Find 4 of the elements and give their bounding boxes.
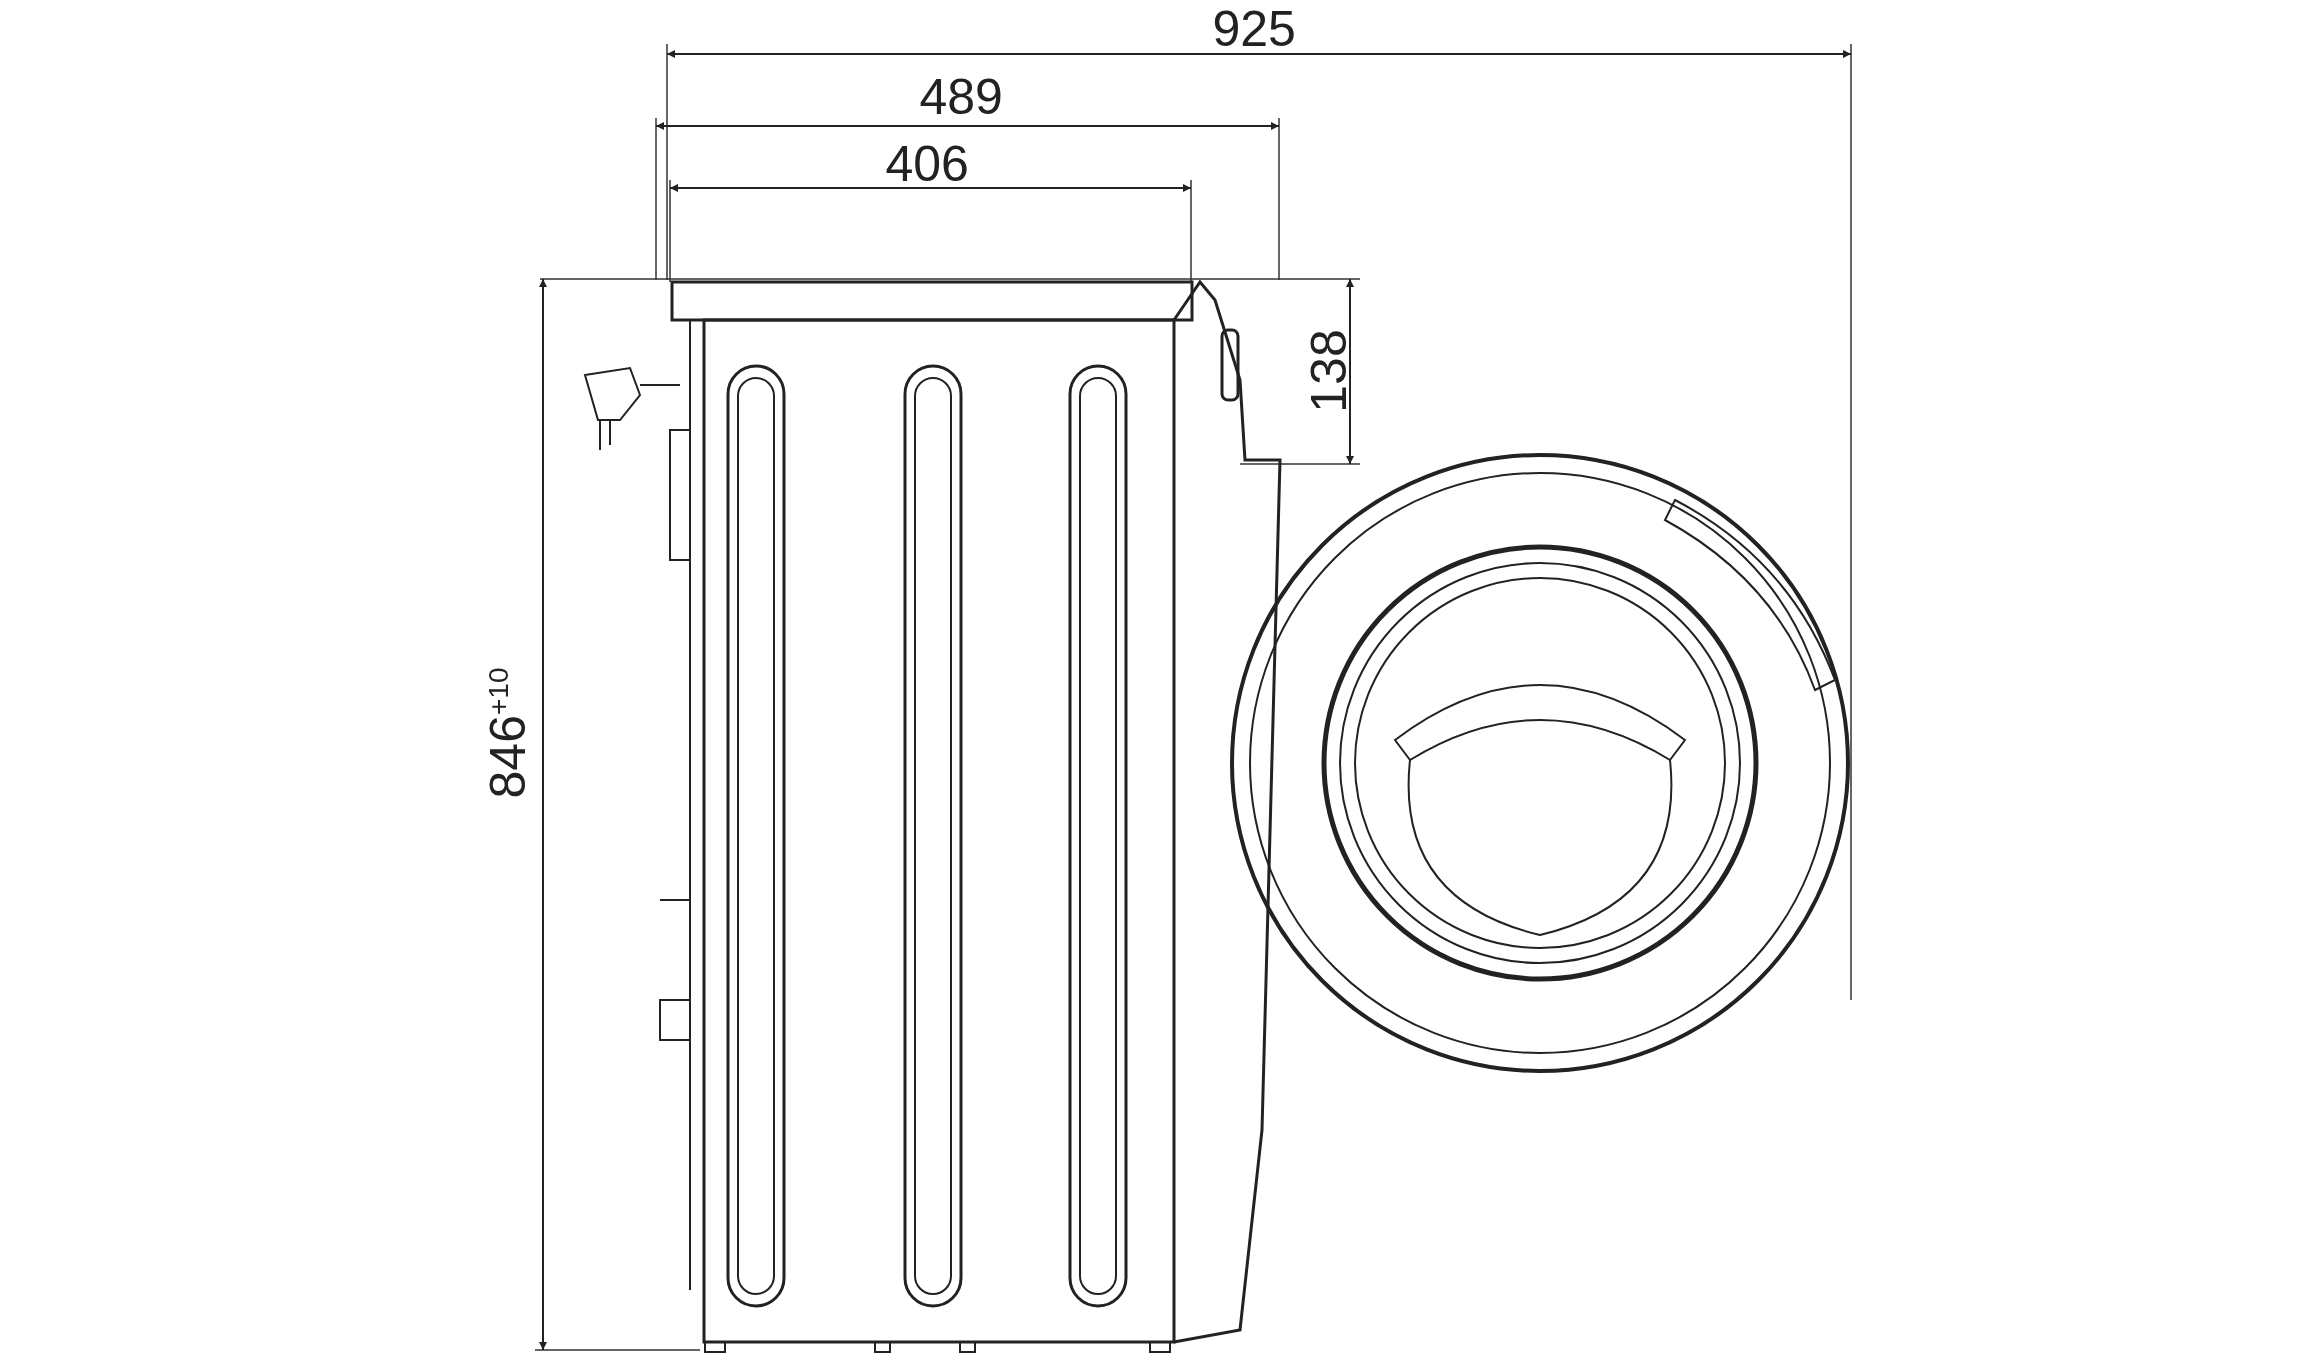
dimension-label: 406 <box>885 139 969 189</box>
dimension-label: 138 <box>1303 329 1354 413</box>
dimension-label: 489 <box>919 72 1003 122</box>
dimension-label: 925 <box>1212 4 1296 54</box>
